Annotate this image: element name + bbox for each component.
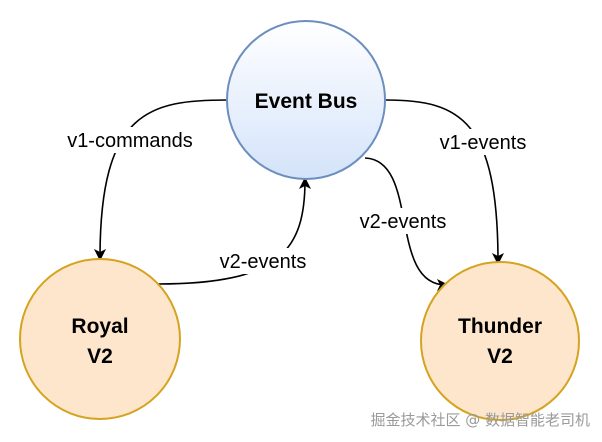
- v2-events-royal-text: v2-events: [220, 251, 307, 273]
- v2-events-thunder-text: v2-events: [360, 211, 447, 233]
- thunder-label-line2: V2: [487, 345, 513, 368]
- royal-label-line2: V2: [87, 345, 113, 368]
- label-v2-events-thunder: v2-events: [352, 208, 454, 234]
- node-event-bus: Event Bus: [226, 20, 386, 180]
- thunder-label-line1: Thunder: [458, 315, 542, 338]
- node-thunder-v2: Thunder V2: [420, 261, 580, 421]
- node-royal-v2: Royal V2: [19, 258, 181, 420]
- v1-events-text: v1-events: [440, 132, 527, 154]
- event-bus-label: Event Bus: [255, 90, 358, 113]
- label-v1-events: v1-events: [432, 129, 534, 155]
- watermark-text: 掘金技术社区 @ 数据智能老司机: [370, 411, 590, 429]
- label-v1-commands: v1-commands: [58, 127, 202, 153]
- edge-v1-events: [385, 99, 504, 265]
- edge-v1-commands: [94, 99, 229, 261]
- v1-commands-text: v1-commands: [67, 130, 193, 152]
- label-v2-events-royal: v2-events: [213, 248, 315, 274]
- royal-label-line1: Royal: [71, 315, 128, 338]
